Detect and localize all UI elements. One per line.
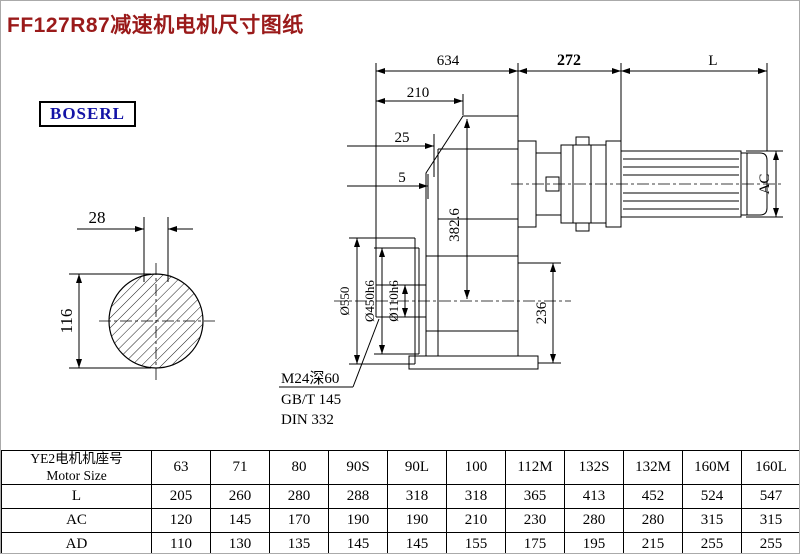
- dim-634-label: 634: [437, 53, 460, 69]
- table-cell: 155: [446, 532, 506, 553]
- col-header-160m: 160M: [682, 450, 742, 485]
- table-cell: 280: [269, 484, 329, 509]
- row-label-L: L: [1, 484, 152, 509]
- motor-size-header: YE2电机机座号 Motor Size: [1, 450, 152, 485]
- dia-550-label: Ø550: [337, 287, 352, 316]
- note-m24-thread: M24深60: [281, 370, 339, 387]
- dia-450-label: Ø450h6: [362, 280, 377, 322]
- logo-text: BOSERL: [50, 104, 125, 123]
- table-cell: 255: [741, 532, 799, 553]
- dimension-lines: [69, 63, 783, 388]
- table-cell: 413: [564, 484, 624, 509]
- table-cell: 120: [151, 508, 211, 533]
- row-label-AC: AC: [1, 508, 152, 533]
- table-cell: 452: [623, 484, 683, 509]
- motor-size-table: YE2电机机座号 Motor Size 63 71 80 90S 90L 100…: [1, 450, 799, 553]
- dim-25-label: 25: [395, 130, 410, 146]
- col-header-132s: 132S: [564, 450, 624, 485]
- col-header-132m: 132M: [623, 450, 683, 485]
- technical-drawing: 634 272 L 210 25 5 28 116 Ø550 Ø450h6 Ø1…: [57, 52, 783, 428]
- dim-5-label: 5: [398, 170, 406, 186]
- table-cell: 288: [328, 484, 388, 509]
- motor-size-header-cn: YE2电机机座号: [30, 451, 123, 467]
- col-header-90s: 90S: [328, 450, 388, 485]
- table-cell: 547: [741, 484, 799, 509]
- table-cell: 195: [564, 532, 624, 553]
- dim-L-label: L: [708, 53, 717, 69]
- table-cell: 145: [210, 508, 270, 533]
- table-header-row: YE2电机机座号 Motor Size 63 71 80 90S 90L 100…: [1, 450, 799, 485]
- dim-AC-label: AC: [757, 174, 773, 195]
- col-header-63: 63: [151, 450, 211, 485]
- table-row-AD: AD 110 130 135 145 145 155 175 195 215 2…: [1, 532, 799, 553]
- table-cell: 315: [741, 508, 799, 533]
- table-cell: 190: [328, 508, 388, 533]
- table-cell: 175: [505, 532, 565, 553]
- col-header-100: 100: [446, 450, 506, 485]
- page-title: FF127R87减速机电机尺寸图纸: [7, 14, 304, 37]
- dimension-labels: 634 272 L 210 25 5 28 116 Ø550 Ø450h6 Ø1…: [57, 52, 773, 428]
- table-cell: 524: [682, 484, 742, 509]
- dim-382-label: 382.6: [447, 208, 463, 242]
- table-cell: 145: [387, 532, 447, 553]
- dim-116-label: 116: [57, 309, 76, 334]
- table-cell: 315: [682, 508, 742, 533]
- table-cell: 170: [269, 508, 329, 533]
- table-cell: 280: [564, 508, 624, 533]
- col-header-90l: 90L: [387, 450, 447, 485]
- col-header-112m: 112M: [505, 450, 565, 485]
- dim-210-label: 210: [407, 85, 430, 101]
- table-cell: 190: [387, 508, 447, 533]
- table-cell: 215: [623, 532, 683, 553]
- table-cell: 110: [151, 532, 211, 553]
- row-label-AD: AD: [1, 532, 152, 553]
- centerlines: [99, 183, 783, 381]
- motor-outline: [517, 136, 768, 232]
- dia-110-label: Ø110h6: [386, 280, 401, 322]
- table-row-L: L 205 260 280 288 318 318 365 413 452 52…: [1, 484, 799, 509]
- dim-236-label: 236: [534, 301, 550, 324]
- table-cell: 318: [446, 484, 506, 509]
- table-cell: 205: [151, 484, 211, 509]
- table-cell: 230: [505, 508, 565, 533]
- table-cell: 365: [505, 484, 565, 509]
- dim-272-label: 272: [557, 52, 581, 69]
- motor-size-header-en: Motor Size: [46, 467, 107, 483]
- table-cell: 130: [210, 532, 270, 553]
- table-cell: 280: [623, 508, 683, 533]
- gearbox-outline: [375, 115, 539, 370]
- col-header-80: 80: [269, 450, 329, 485]
- table-cell: 210: [446, 508, 506, 533]
- table-cell: 145: [328, 532, 388, 553]
- boserl-logo: BOSERL: [39, 101, 136, 127]
- table-cell: 318: [387, 484, 447, 509]
- col-header-160l: 160L: [741, 450, 799, 485]
- table-row-AC: AC 120 145 170 190 190 210 230 280 280 3…: [1, 508, 799, 533]
- note-din-standard: DIN 332: [281, 412, 334, 428]
- dim-28-label: 28: [89, 208, 106, 227]
- note-gbt-standard: GB/T 145: [281, 392, 341, 408]
- table-cell: 255: [682, 532, 742, 553]
- col-header-71: 71: [210, 450, 270, 485]
- table-cell: 135: [269, 532, 329, 553]
- table-cell: 260: [210, 484, 270, 509]
